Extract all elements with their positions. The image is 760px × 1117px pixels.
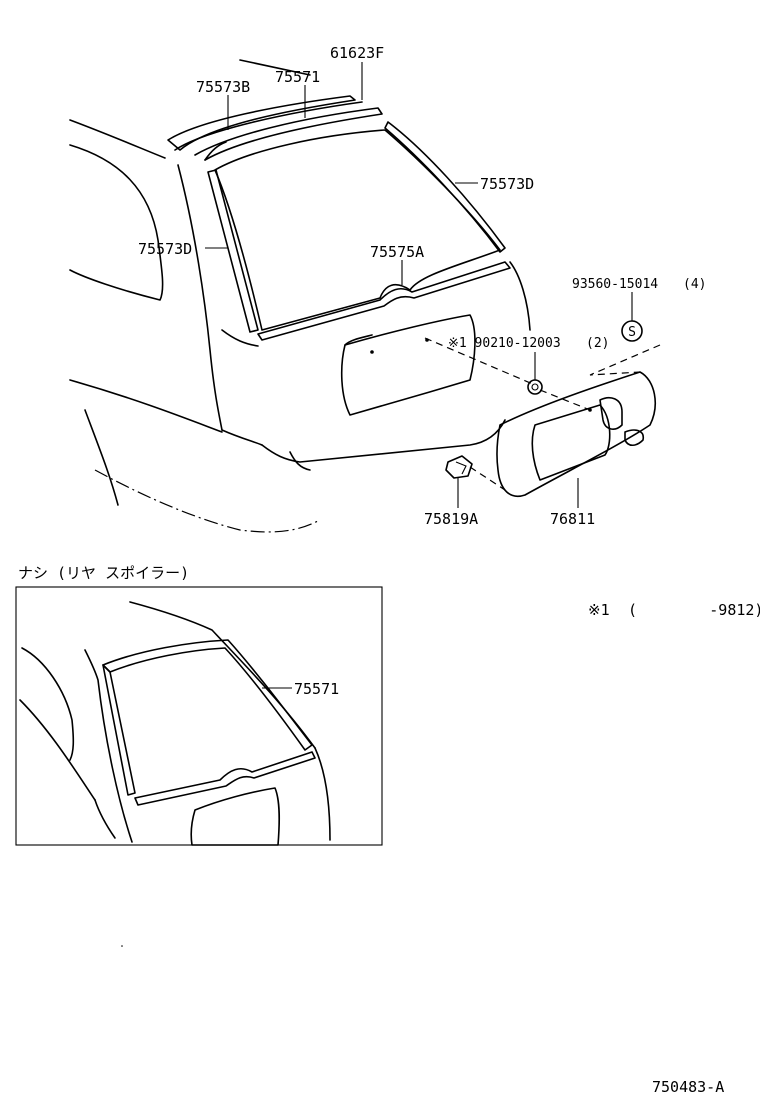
leader-lines: [205, 62, 633, 508]
label-75573B: 75573B: [196, 78, 250, 96]
footnote-range: ( -9812): [628, 601, 760, 619]
screw-93560[interactable]: S: [621, 320, 643, 342]
back-glass: [207, 121, 511, 341]
label-93560-qty: (4): [683, 277, 706, 292]
car-body-outline: [69, 59, 531, 533]
lamp-socket-75819A[interactable]: [445, 455, 473, 479]
label-61623F: 61623F: [330, 44, 384, 62]
label-90210: ※1 90210-12003: [448, 336, 561, 351]
inset-box: [15, 586, 383, 846]
footnote-mark: ※1: [588, 601, 610, 619]
label-75573D-left: 75573D: [138, 240, 192, 258]
roof-spoiler-moldings: [167, 95, 383, 161]
license-garnish-76811[interactable]: [496, 371, 656, 497]
label-75571-inset: 75571: [294, 680, 339, 698]
license-recess: [340, 314, 476, 416]
screw-symbol: S: [628, 325, 636, 340]
label-93560: 93560-15014: [572, 277, 658, 292]
label-75573D-right: 75573D: [480, 175, 534, 193]
assembly-lines: [424, 337, 661, 491]
label-75819A: 75819A: [424, 510, 478, 528]
inset-title: ナシ (リヤ スポイラー): [18, 564, 189, 582]
grommet-90210[interactable]: [527, 379, 543, 395]
label-76811: 76811: [550, 510, 595, 528]
label-75575A: 75575A: [370, 243, 424, 261]
label-90210-qty: (2): [586, 336, 609, 351]
callout-labels: 61623F 75571 75573B 75573D 75573D 75575A…: [138, 44, 706, 528]
diagram-id: 750483-A: [652, 1078, 724, 1096]
label-75571: 75571: [275, 68, 320, 86]
